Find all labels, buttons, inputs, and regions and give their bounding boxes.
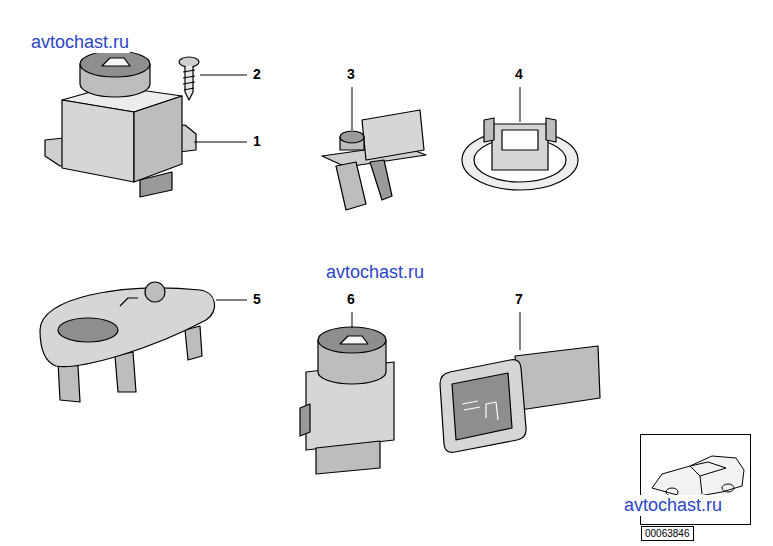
watermark: avtochast.ru xyxy=(325,262,425,283)
trunk-icon xyxy=(340,336,368,344)
diagram-number: 00063846 xyxy=(645,528,690,539)
leader-line xyxy=(352,312,353,328)
switch-knob-top xyxy=(318,327,386,353)
screw-head xyxy=(179,57,199,67)
bezel-icon xyxy=(120,298,138,306)
trunk-icon xyxy=(102,58,130,66)
switch-knob-top xyxy=(80,51,150,77)
bezel-opening xyxy=(58,318,118,342)
car-wheel xyxy=(722,484,734,492)
watermark-text: avtochast.ru xyxy=(326,262,424,282)
screw-thread xyxy=(183,70,195,90)
switch-clip xyxy=(370,160,392,200)
switch-body-front xyxy=(62,100,134,182)
switch-body-side xyxy=(134,96,182,182)
leader-line xyxy=(520,312,521,350)
switch-leg xyxy=(336,162,366,210)
leader-line xyxy=(520,87,521,122)
switch-face xyxy=(452,373,512,440)
switch-clip xyxy=(300,404,310,436)
car-detail xyxy=(690,462,726,494)
watermark: avtochast.ru xyxy=(30,32,130,53)
leader-line xyxy=(352,87,353,130)
callout-text: 4 xyxy=(515,66,523,82)
clip-frame xyxy=(492,124,548,170)
callout-number: 6 xyxy=(346,291,356,307)
callout-text: 5 xyxy=(253,291,261,307)
diagram-number-box: 00063846 xyxy=(641,526,694,541)
bezel xyxy=(40,288,215,367)
callout-number: 2 xyxy=(252,66,262,82)
callout-number: 5 xyxy=(252,291,262,307)
callout-number: 7 xyxy=(514,291,524,307)
plunger-top xyxy=(340,131,364,143)
callout-number: 4 xyxy=(514,66,524,82)
clip-window xyxy=(502,130,538,150)
plunger xyxy=(340,132,364,150)
leader-line xyxy=(200,75,247,76)
watermark-text: avtochast.ru xyxy=(31,32,129,52)
switch-connector xyxy=(515,346,600,410)
dome-button xyxy=(145,282,165,302)
callout-number: 1 xyxy=(252,133,262,149)
callout-text: 2 xyxy=(253,66,261,82)
callout-text: 6 xyxy=(347,291,355,307)
leader-line xyxy=(194,142,247,143)
leader-lines xyxy=(194,75,520,350)
callout-text: 1 xyxy=(253,133,261,149)
callout-text: 3 xyxy=(347,66,355,82)
callout-number: 3 xyxy=(346,66,356,82)
watermark-text: avtochast.ru xyxy=(624,495,722,515)
callout-text: 7 xyxy=(515,291,523,307)
car-outline xyxy=(652,456,744,498)
switch-connector xyxy=(316,441,380,474)
leader-line xyxy=(216,300,247,301)
watermark: avtochast.ru xyxy=(623,495,723,516)
seat-heating-icon xyxy=(462,401,498,420)
switch-housing xyxy=(362,110,424,160)
switch-bezel xyxy=(440,360,526,453)
switch-connector xyxy=(140,172,172,197)
